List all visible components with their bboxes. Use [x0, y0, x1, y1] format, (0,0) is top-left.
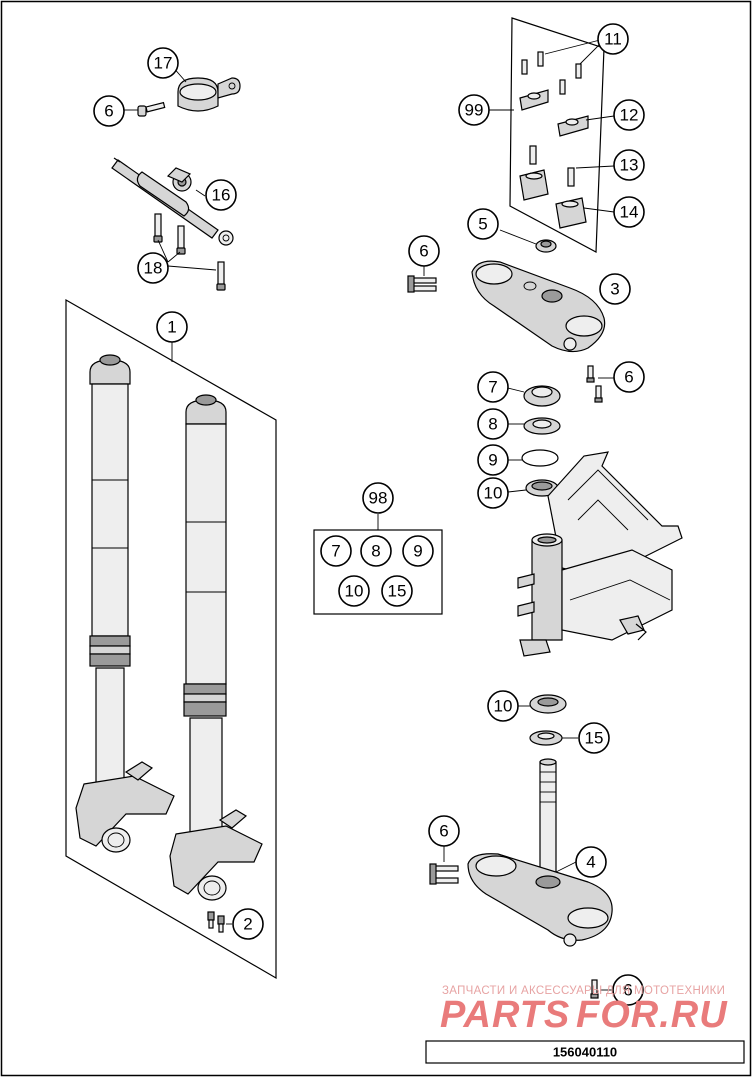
part-2-bolts	[207, 911, 225, 933]
callout-10-upper-label: 10	[484, 484, 503, 503]
callout-14-label: 14	[620, 203, 639, 222]
callout-99-label: 99	[465, 101, 484, 120]
callout-6-top-left-label: 6	[104, 102, 113, 121]
callout-9: 9	[477, 444, 509, 476]
callout-1: 1	[156, 311, 188, 343]
callout-7: 7	[477, 371, 509, 403]
part-6-bolt-bottom	[590, 979, 599, 999]
callout-2-label: 2	[243, 915, 252, 934]
part-10-bearing-upper	[525, 479, 559, 497]
callout-6-bottom-label: 6	[623, 981, 632, 1000]
kit-item-8-label: 8	[371, 542, 380, 561]
part-10-bearing-lower	[529, 694, 567, 714]
kit-item-7-label: 7	[331, 542, 340, 561]
callout-18: 18	[137, 252, 169, 284]
callout-6-lower-clamp-label: 6	[439, 822, 448, 841]
part-9-ring	[521, 449, 559, 467]
part-13-screws	[529, 145, 575, 187]
kit-item-7: 7	[320, 535, 352, 567]
diagram-code: 156040110	[553, 1045, 617, 1060]
callout-6-right: 6	[613, 361, 645, 393]
part-15-seal	[529, 730, 563, 746]
callout-15-label: 15	[585, 729, 604, 748]
kit-item-15-label: 15	[388, 582, 407, 601]
callout-13-label: 13	[620, 156, 639, 175]
callout-16: 16	[205, 179, 237, 211]
callout-10-lower-label: 10	[494, 697, 513, 716]
part-6-bolts-lower	[429, 863, 459, 885]
kit-item-15: 15	[381, 575, 413, 607]
callout-8-label: 8	[488, 415, 497, 434]
callout-17-label: 17	[154, 54, 173, 73]
part-14-clamp-bottom	[519, 169, 587, 229]
callout-98: 98	[362, 482, 394, 514]
fork-leg-left	[75, 354, 175, 853]
callout-11: 11	[597, 23, 629, 55]
part-3-upper-triple-clamp	[471, 260, 606, 353]
kit-item-8: 8	[360, 535, 392, 567]
part-12-clamp-top	[519, 89, 589, 137]
callout-5: 5	[467, 208, 499, 240]
callout-12: 12	[613, 99, 645, 131]
callout-4: 4	[575, 846, 607, 878]
part-4-lower-triple-clamp	[467, 758, 613, 947]
diagram-code-box	[425, 1040, 745, 1064]
callout-8: 8	[477, 408, 509, 440]
callout-99: 99	[458, 94, 490, 126]
kit-item-10-label: 10	[345, 582, 364, 601]
kit-item-9-label: 9	[413, 542, 422, 561]
callout-98-label: 98	[369, 489, 388, 508]
part-11-screws	[521, 51, 582, 95]
kit-item-9: 9	[402, 535, 434, 567]
callout-6-top-left: 6	[93, 95, 125, 127]
callout-17: 17	[147, 47, 179, 79]
callout-7-label: 7	[488, 378, 497, 397]
part-7-bearing	[523, 385, 561, 407]
callout-13: 13	[613, 149, 645, 181]
callout-4-label: 4	[586, 853, 595, 872]
callout-16-label: 16	[212, 186, 231, 205]
callout-15: 15	[578, 722, 610, 754]
callout-14: 14	[613, 196, 645, 228]
callout-6-bottom: 6	[612, 974, 644, 1006]
watermark-logo-right: FOR.RU	[576, 994, 728, 1036]
callout-3: 3	[599, 273, 631, 305]
callout-3-label: 3	[610, 280, 619, 299]
callout-9-label: 9	[488, 451, 497, 470]
part-16-steering-damper	[111, 157, 234, 246]
fork-leg-right	[169, 394, 263, 901]
callout-11-label: 11	[604, 30, 622, 49]
callout-10-lower: 10	[487, 690, 519, 722]
part-18-bolts	[153, 213, 226, 291]
part-8-seal	[523, 417, 561, 435]
fork-group-frame	[65, 298, 277, 980]
callout-18-label: 18	[144, 259, 163, 278]
part-6-bolts-right	[586, 365, 603, 403]
callout-10-upper: 10	[477, 477, 509, 509]
part-6-screw-top	[137, 101, 166, 117]
part-6-bolts-upper-left	[407, 275, 437, 293]
callout-6-upper-clamp: 6	[408, 235, 440, 267]
watermark-tagline: ЗАПЧАСТИ И АКСЕССУАРЫ ДЛЯ МОТОТЕХНИКИ	[442, 985, 725, 997]
callout-12-label: 12	[620, 106, 639, 125]
callout-2: 2	[232, 908, 264, 940]
handlebar-clamp-group-frame	[509, 17, 605, 253]
callout-6-lower-clamp: 6	[428, 815, 460, 847]
callout-6-upper-clamp-label: 6	[419, 242, 428, 261]
part-5-cap	[535, 239, 557, 253]
frame-steering-head	[517, 451, 683, 657]
callout-6-right-label: 6	[624, 368, 633, 387]
watermark-logo-left: PARTS	[440, 994, 570, 1036]
part-17-clamp	[177, 77, 241, 112]
kit-item-10: 10	[338, 575, 370, 607]
callout-1-label: 1	[167, 318, 176, 337]
callout-5-label: 5	[478, 215, 487, 234]
